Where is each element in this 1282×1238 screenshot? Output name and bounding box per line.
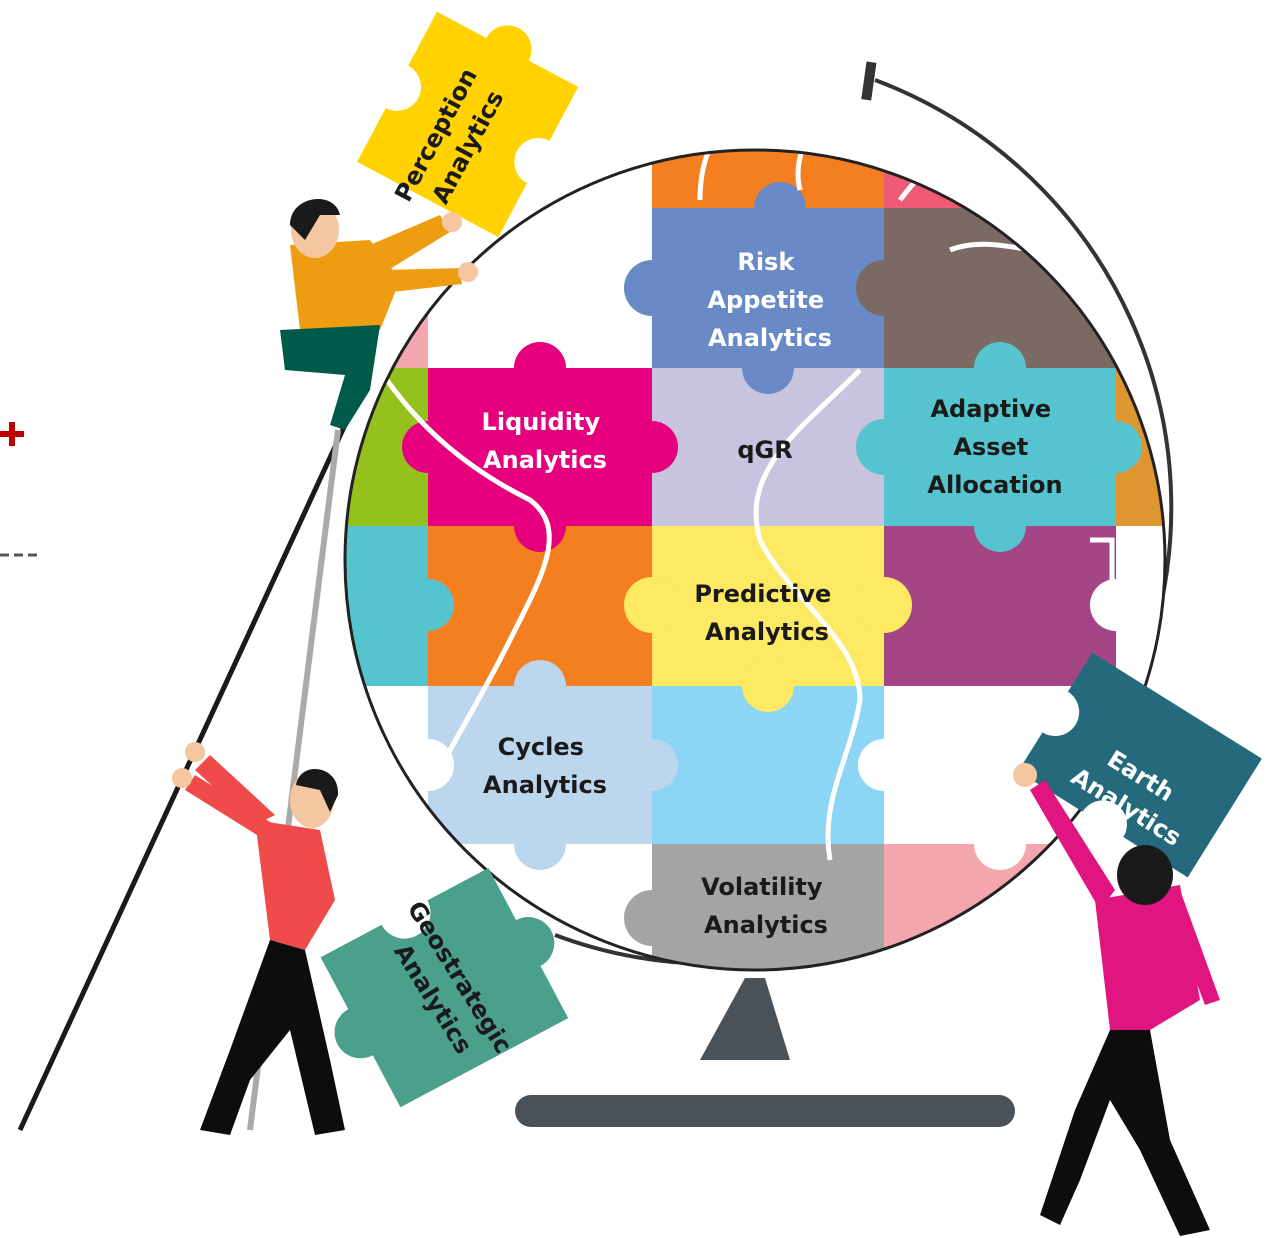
globe-stand-neck <box>700 978 790 1060</box>
puzzle-piece-geostrategic <box>320 868 569 1108</box>
label-risk-appetite: Risk Appetite Analytics <box>707 248 832 352</box>
puzzle-piece-cycles <box>428 686 652 844</box>
globe-axis-pin <box>861 61 877 101</box>
puzzle-piece-earth <box>1018 652 1262 878</box>
globe-outline <box>343 148 1167 972</box>
puzzle-piece-perception <box>357 11 579 238</box>
label-adaptive: Adaptive Asset Allocation <box>927 395 1062 499</box>
puzzle-piece-liquidity <box>428 368 652 526</box>
label-qgr: qGR <box>737 436 792 464</box>
person-icon <box>172 742 345 1135</box>
label-predictive: Predictive Analytics <box>694 580 839 646</box>
plus-icon <box>0 422 24 446</box>
puzzle-piece-risk-appetite <box>652 208 884 368</box>
person-icon <box>280 198 478 430</box>
person-icon <box>1013 763 1220 1236</box>
puzzle-piece-qgr <box>652 368 884 526</box>
label-cycles: Cycles Analytics <box>483 733 607 799</box>
puzzle-piece-volatility <box>652 844 884 970</box>
puzzle-piece-adaptive <box>884 368 1116 526</box>
label-volatility: Volatility Analytics <box>701 873 831 939</box>
label-liquidity: Liquidity Analytics <box>482 408 609 474</box>
globe-stand-base <box>515 1095 1015 1127</box>
